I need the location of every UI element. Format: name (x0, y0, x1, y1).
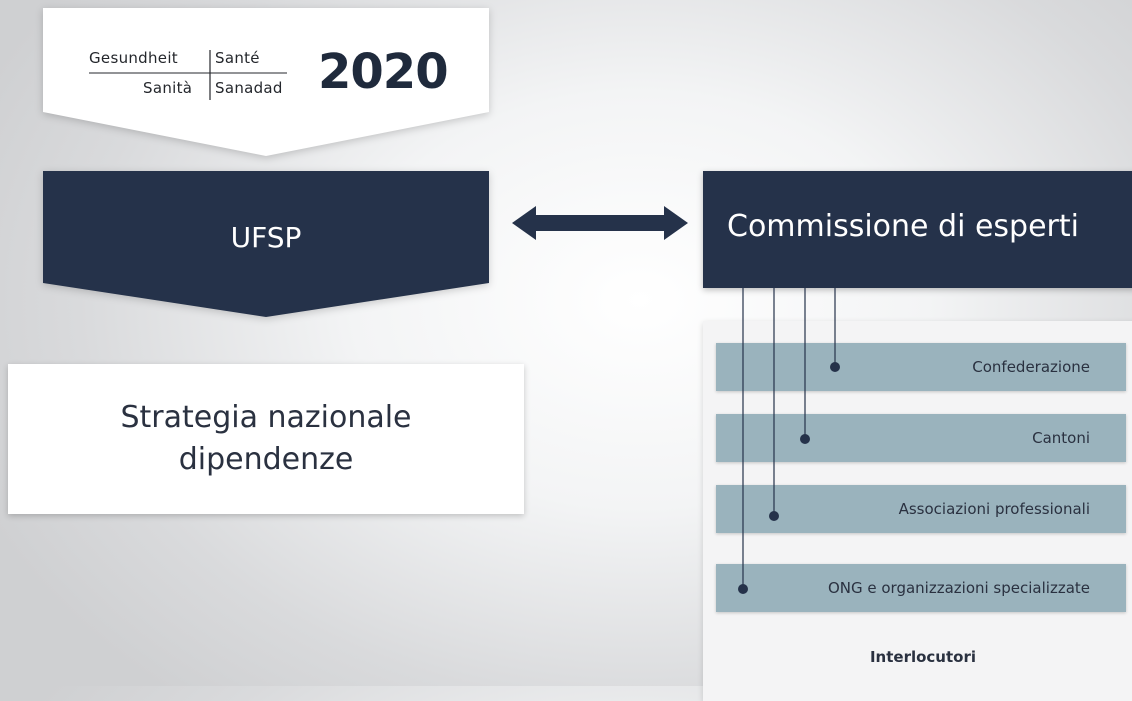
logo-chevron-shape (43, 8, 489, 156)
interlocutor-row-confederazione: Confederazione (716, 343, 1126, 391)
logo-word-sanadad: Sanadad (215, 79, 283, 97)
interlocutor-label: Associazioni professionali (898, 500, 1090, 518)
ufsp-chevron-shape (43, 171, 489, 317)
commission-label: Commissione di esperti (727, 209, 1079, 244)
commission-box: Commissione di esperti (703, 171, 1132, 288)
double-arrow-icon (512, 206, 688, 240)
interlocutor-row-cantoni: Cantoni (716, 414, 1126, 462)
ufsp-label: UFSP (230, 221, 302, 254)
interlocutors-footer: Interlocutori (869, 648, 977, 666)
strategy-box: Strategia nazionale dipendenze (8, 364, 524, 514)
logo-year: 2020 (318, 44, 449, 100)
interlocutor-label: Cantoni (1032, 429, 1090, 447)
strategy-title-line1: Strategia nazionale (120, 400, 412, 435)
interlocutor-label: ONG e organizzazioni specializzate (827, 579, 1090, 597)
logo-word-sanita: Sanità (143, 79, 193, 97)
interlocutor-row-associazioni: Associazioni professionali (716, 485, 1126, 533)
logo-block: Gesundheit Santé Sanità Sanadad 2020 (43, 8, 489, 158)
interlocutor-row-ong: ONG e organizzazioni specializzate (716, 564, 1126, 612)
logo-word-sante: Santé (215, 49, 260, 67)
interlocutor-label: Confederazione (972, 358, 1090, 376)
logo-word-gesundheit: Gesundheit (89, 49, 178, 67)
ufsp-block: UFSP (43, 171, 489, 319)
strategy-title-line2: dipendenze (178, 442, 354, 477)
logo-divider-lines (89, 50, 287, 100)
